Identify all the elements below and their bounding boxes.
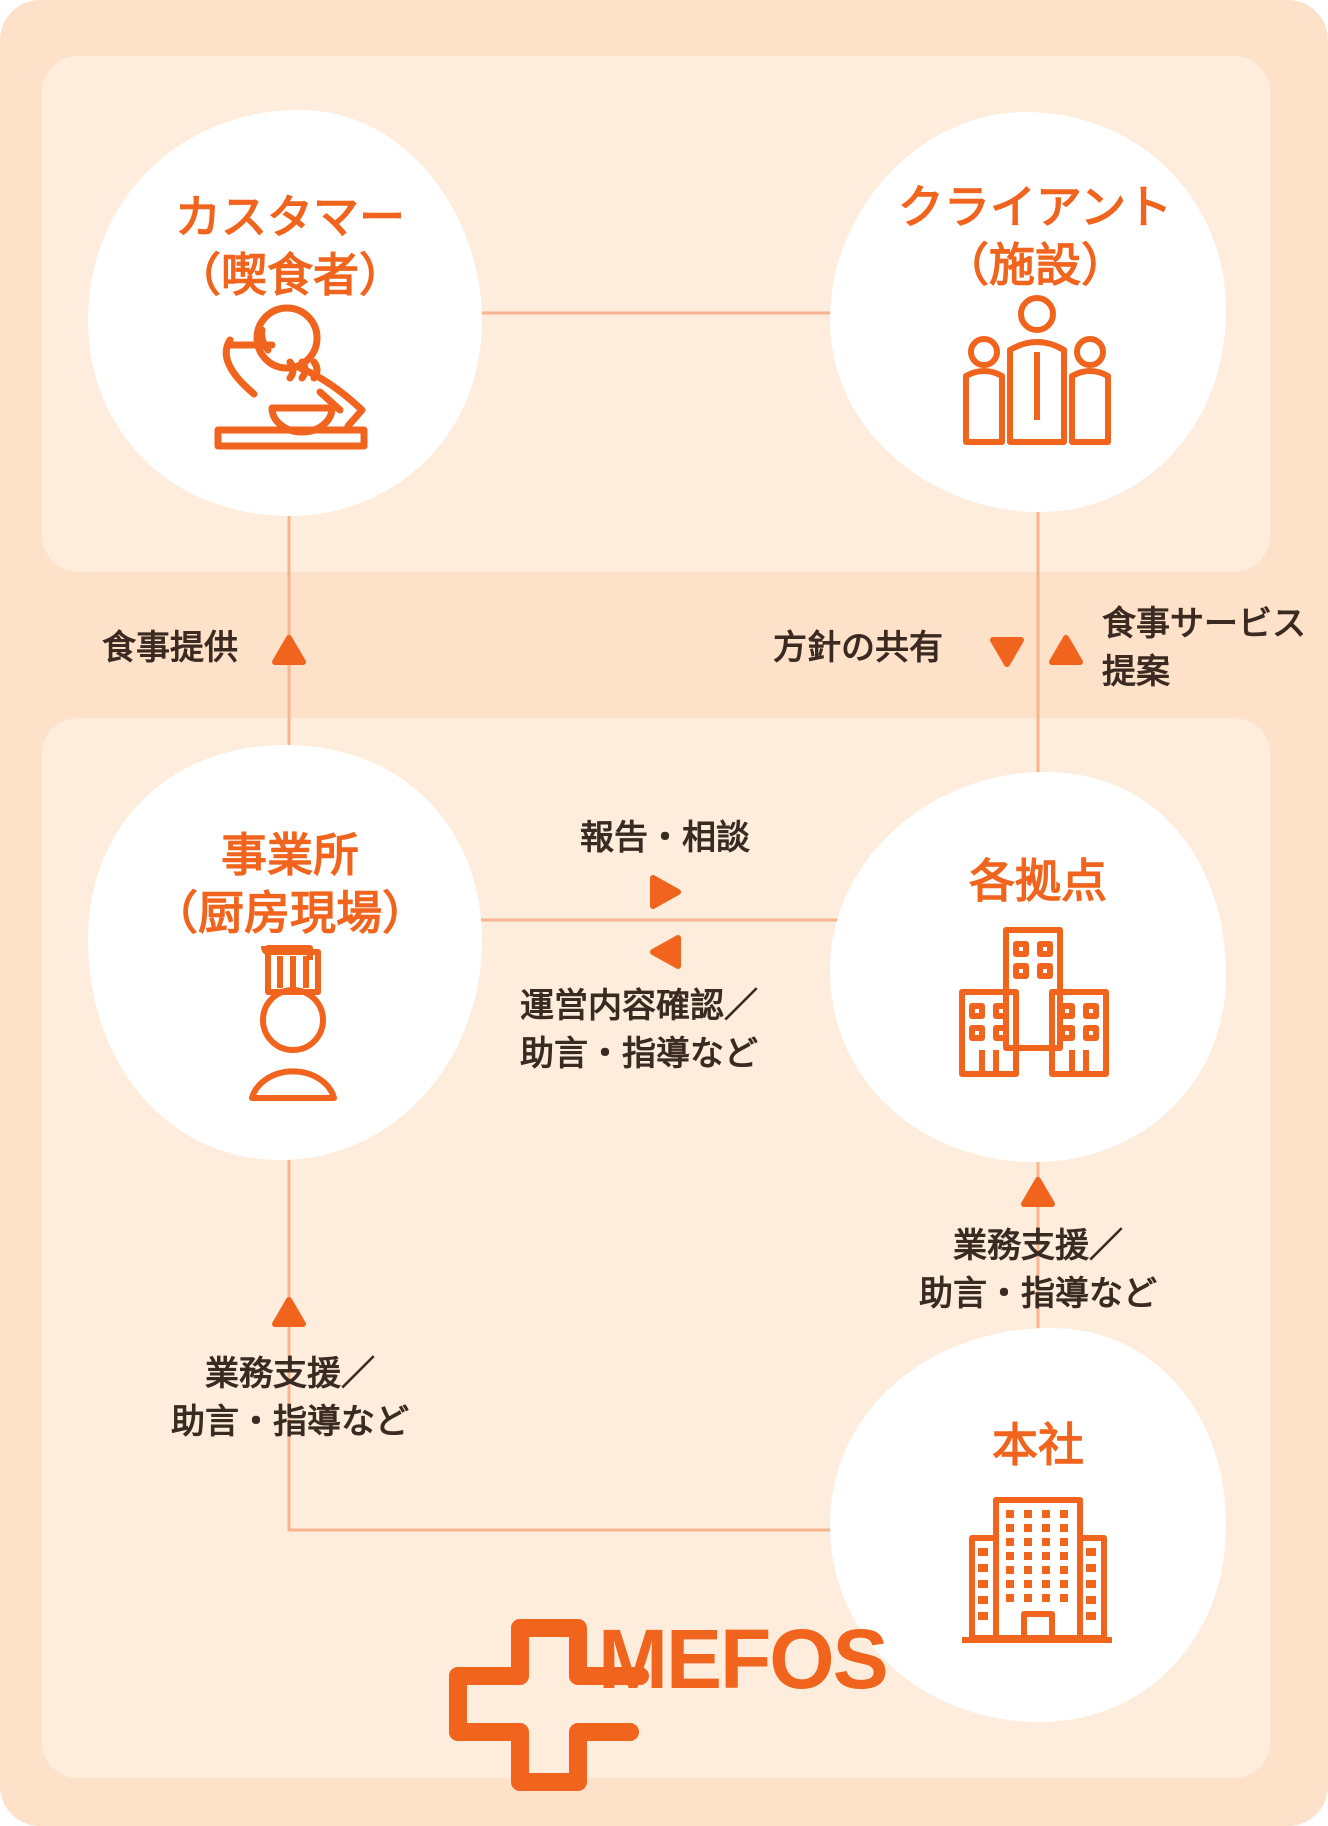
service-proposal-line2: 提案: [1102, 652, 1170, 692]
office-title-line1: 事業所: [221, 828, 359, 882]
hq-window: [1006, 1580, 1014, 1588]
hq-window: [1042, 1594, 1050, 1602]
hq-side-window: [1086, 1548, 1096, 1556]
hq-window: [1042, 1524, 1050, 1532]
hq-side-window: [1086, 1564, 1096, 1572]
hq-office-label: 業務支援／ 助言・指導など: [130, 1350, 450, 1446]
hq-window: [1024, 1524, 1032, 1532]
headquarters-building-icon: [962, 1497, 1112, 1643]
hq-side-window: [978, 1548, 988, 1556]
arrow-left-ops: [650, 935, 681, 969]
hq-window: [1024, 1580, 1032, 1588]
hq-window: [1006, 1538, 1014, 1546]
hq-window: [1060, 1552, 1068, 1560]
hq-window: [1006, 1566, 1014, 1574]
hq-branch-line1: 業務支援／: [953, 1226, 1123, 1266]
hq-office-line2: 助言・指導など: [171, 1402, 409, 1442]
arrow-up-branch: [1021, 1177, 1055, 1207]
hq-window: [1060, 1594, 1068, 1602]
chef-icon: [249, 945, 337, 1101]
report-label: 報告・相談: [580, 818, 750, 858]
hq-office-line1: 業務支援／: [205, 1354, 375, 1394]
hq-window: [1060, 1524, 1068, 1532]
branch-buildings-icon: [959, 927, 1109, 1077]
hq-window: [1024, 1566, 1032, 1574]
ops-check-line2: 助言・指導など: [520, 1034, 758, 1074]
arrow-right-report: [650, 875, 681, 909]
policy-sharing-label: 方針の共有: [773, 628, 943, 668]
hq-window: [1006, 1524, 1014, 1532]
logo-text: MEFOS: [598, 1612, 887, 1706]
client-title: クライアント （施設）: [870, 178, 1200, 294]
hq-window: [1060, 1538, 1068, 1546]
hq-window: [1042, 1510, 1050, 1518]
client-title-line2: （施設）: [943, 238, 1127, 292]
customer-title: カスタマー （喫食者）: [160, 188, 420, 304]
diner-icon: [214, 304, 368, 450]
hq-side-window: [978, 1612, 988, 1620]
customer-title-line1: カスタマー: [175, 190, 405, 244]
mefos-logo: MEFOS: [449, 1612, 889, 1791]
hq-window: [1042, 1538, 1050, 1546]
hq-window: [1024, 1594, 1032, 1602]
hq-window: [1006, 1552, 1014, 1560]
arrow-down-policy: [990, 637, 1024, 667]
hq-window: [1042, 1552, 1050, 1560]
hq-title-line1: 本社: [992, 1418, 1084, 1472]
direction-arrows: [272, 635, 1083, 1327]
client-node-blob: [830, 112, 1226, 512]
branch-title: 各拠点: [898, 852, 1178, 910]
arrow-up-meal: [272, 635, 306, 665]
hq-side-window: [978, 1580, 988, 1588]
ops-check-label: 運営内容確認／ 助言・指導など: [520, 982, 758, 1078]
meal-provision-label: 食事提供: [102, 628, 238, 668]
office-title-line2: （厨房現場）: [152, 886, 428, 940]
arrow-up-office: [272, 1297, 306, 1327]
client-title-line1: クライアント: [897, 180, 1173, 234]
hq-window: [1042, 1580, 1050, 1588]
hq-branch-label: 業務支援／ 助言・指導など: [878, 1222, 1198, 1318]
service-proposal-label: 食事サービス 提案: [1102, 600, 1306, 696]
hq-window: [1024, 1510, 1032, 1518]
arrow-up-proposal: [1049, 635, 1083, 665]
customer-title-line2: （喫食者）: [175, 248, 405, 302]
hq-window: [1024, 1538, 1032, 1546]
facility-staff-icon: [963, 295, 1111, 445]
hq-window: [1060, 1580, 1068, 1588]
hq-side-window: [1086, 1612, 1096, 1620]
hq-side-window: [1086, 1596, 1096, 1604]
hq-window: [1060, 1510, 1068, 1518]
hq-window: [1006, 1594, 1014, 1602]
customer-node-blob: [88, 110, 482, 516]
hq-branch-line2: 助言・指導など: [919, 1274, 1157, 1314]
headquarters-windows: [978, 1510, 1096, 1620]
hq-window: [1060, 1566, 1068, 1574]
hq-side-window: [978, 1564, 988, 1572]
service-proposal-line1: 食事サービス: [1102, 604, 1306, 644]
hq-office-connector: [287, 1150, 840, 1532]
logo-cross-icon: [449, 1619, 639, 1791]
hq-window: [1042, 1566, 1050, 1574]
hq-window: [1006, 1510, 1014, 1518]
ops-check-line1: 運営内容確認／: [520, 986, 758, 1026]
hq-side-window: [1086, 1580, 1096, 1588]
branch-title-line1: 各拠点: [969, 854, 1107, 908]
office-title: 事業所 （厨房現場）: [150, 826, 430, 942]
hq-side-window: [978, 1596, 988, 1604]
hq-window: [1024, 1552, 1032, 1560]
hq-title: 本社: [898, 1416, 1178, 1474]
